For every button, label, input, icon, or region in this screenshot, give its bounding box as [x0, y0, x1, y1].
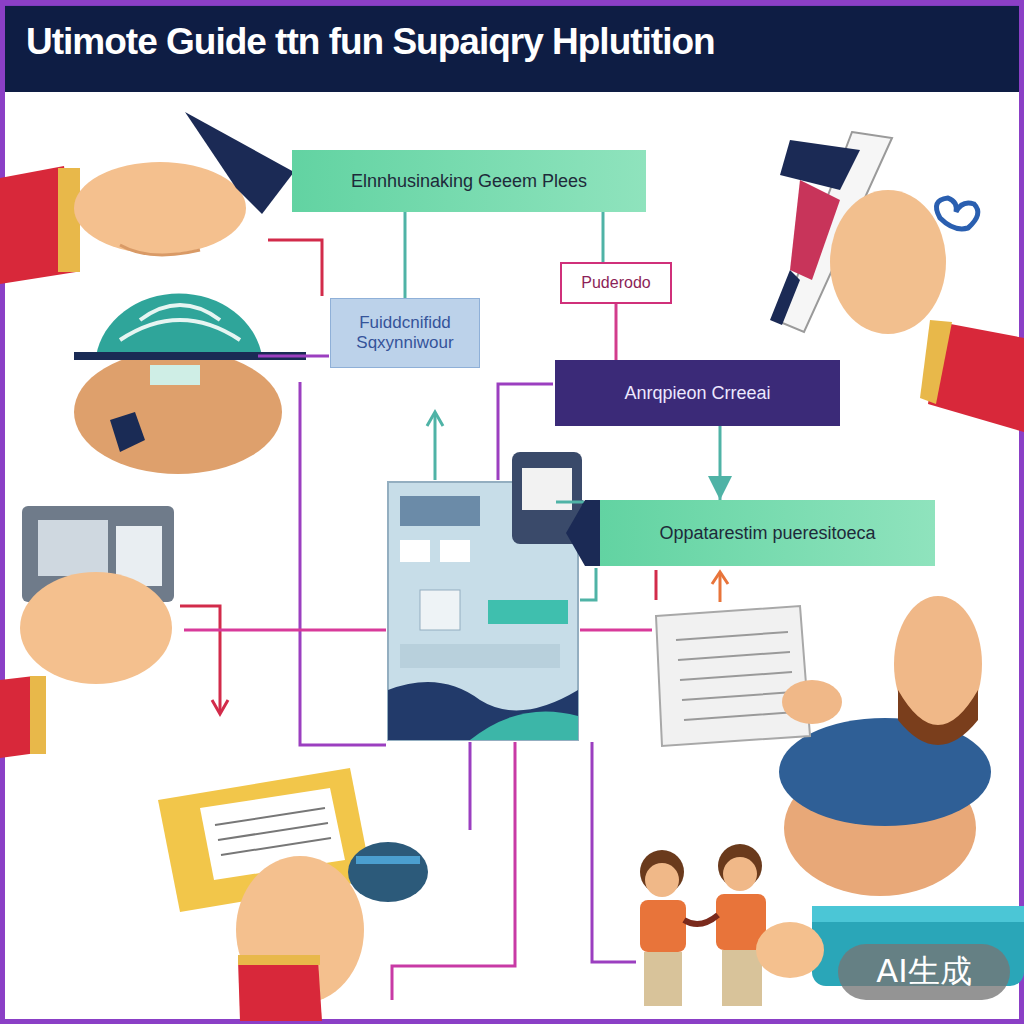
pointing-hand	[0, 112, 294, 284]
box-label: Puderodo	[581, 274, 650, 292]
pants	[644, 952, 682, 1006]
wire	[268, 240, 322, 296]
face	[723, 857, 757, 891]
hand	[74, 162, 246, 254]
spacer	[262, 565, 582, 568]
connector	[719, 426, 722, 500]
scroll	[656, 606, 810, 746]
shirt	[640, 900, 686, 952]
hand	[756, 922, 824, 978]
wire	[258, 355, 329, 358]
process-box: Elnnhusinaking Geeem Plees	[292, 150, 646, 212]
globe-hand	[74, 293, 306, 474]
arrowhead	[712, 572, 728, 584]
figure-cape	[780, 140, 860, 190]
title-banner	[0, 0, 1024, 92]
frame	[3, 3, 1022, 1022]
wires	[180, 240, 728, 1000]
tube-shine	[812, 906, 1024, 922]
wave	[470, 711, 578, 740]
wire	[556, 501, 584, 504]
wire	[434, 414, 437, 480]
box-label: Anrqpieon Crreeai	[624, 383, 770, 404]
title: Utimote Guide ttn fun Supaiqry Hplutitio…	[26, 16, 715, 68]
wire	[184, 629, 386, 632]
box-label: Oppatarestim pueresitoeca	[659, 523, 875, 544]
process-box: Oppatarestim pueresitoeca	[600, 500, 935, 566]
arrowhead	[427, 412, 443, 426]
wire	[498, 384, 553, 480]
cuff	[30, 676, 46, 754]
strap	[150, 365, 200, 385]
kids	[640, 844, 766, 1006]
beard	[898, 690, 978, 745]
process-box: Anrqpieon Crreeai	[555, 360, 840, 426]
wire	[469, 742, 472, 830]
ribbon	[110, 412, 145, 452]
connector	[602, 212, 605, 262]
panel	[400, 496, 480, 526]
window	[400, 540, 430, 562]
stripe	[356, 856, 420, 864]
wire	[580, 568, 596, 600]
sleeve	[238, 960, 322, 1021]
hand	[782, 680, 842, 724]
hand	[20, 572, 172, 684]
process-box: Fuiddcnifidd Sqxynniwour	[330, 298, 480, 368]
chevron-tip	[566, 500, 600, 566]
hand	[830, 190, 946, 334]
wave	[388, 682, 578, 740]
cuff	[238, 955, 320, 965]
wire	[300, 382, 386, 745]
screen	[38, 520, 108, 576]
tag-box: Puderodo	[560, 262, 672, 304]
pen-pointer	[185, 112, 294, 214]
finger-line	[120, 245, 200, 255]
arrowhead	[212, 700, 228, 714]
box-label: Elnnhusinaking Geeem Plees	[351, 171, 587, 192]
device-hand	[0, 506, 174, 758]
panel	[488, 600, 568, 624]
swirl-symbol	[936, 198, 977, 229]
camera-screen	[522, 468, 572, 510]
wire	[392, 742, 515, 1000]
bearded-man	[656, 596, 991, 896]
page-lines	[215, 808, 331, 855]
window	[440, 540, 470, 562]
book-hand	[158, 768, 428, 1021]
globe	[96, 293, 262, 356]
cuff	[58, 168, 80, 272]
wire	[580, 629, 652, 632]
watermark: AI生成	[838, 944, 1010, 1000]
wire	[180, 606, 220, 712]
box-label: Fuiddcnifidd Sqxynniwour	[345, 313, 465, 352]
wire	[719, 574, 722, 602]
wire	[592, 742, 636, 962]
building	[388, 452, 612, 740]
hands	[684, 915, 718, 924]
globe-lines	[120, 305, 240, 340]
wire	[655, 570, 658, 600]
figure-leg	[770, 270, 800, 325]
cylinder	[348, 842, 428, 902]
door	[420, 590, 460, 630]
connector	[404, 212, 407, 298]
shelf	[400, 644, 560, 668]
connector	[615, 304, 618, 360]
face	[645, 863, 679, 897]
hand	[74, 350, 282, 474]
cuff	[920, 320, 952, 404]
scroll-lines	[676, 632, 796, 720]
pants	[722, 950, 762, 1006]
